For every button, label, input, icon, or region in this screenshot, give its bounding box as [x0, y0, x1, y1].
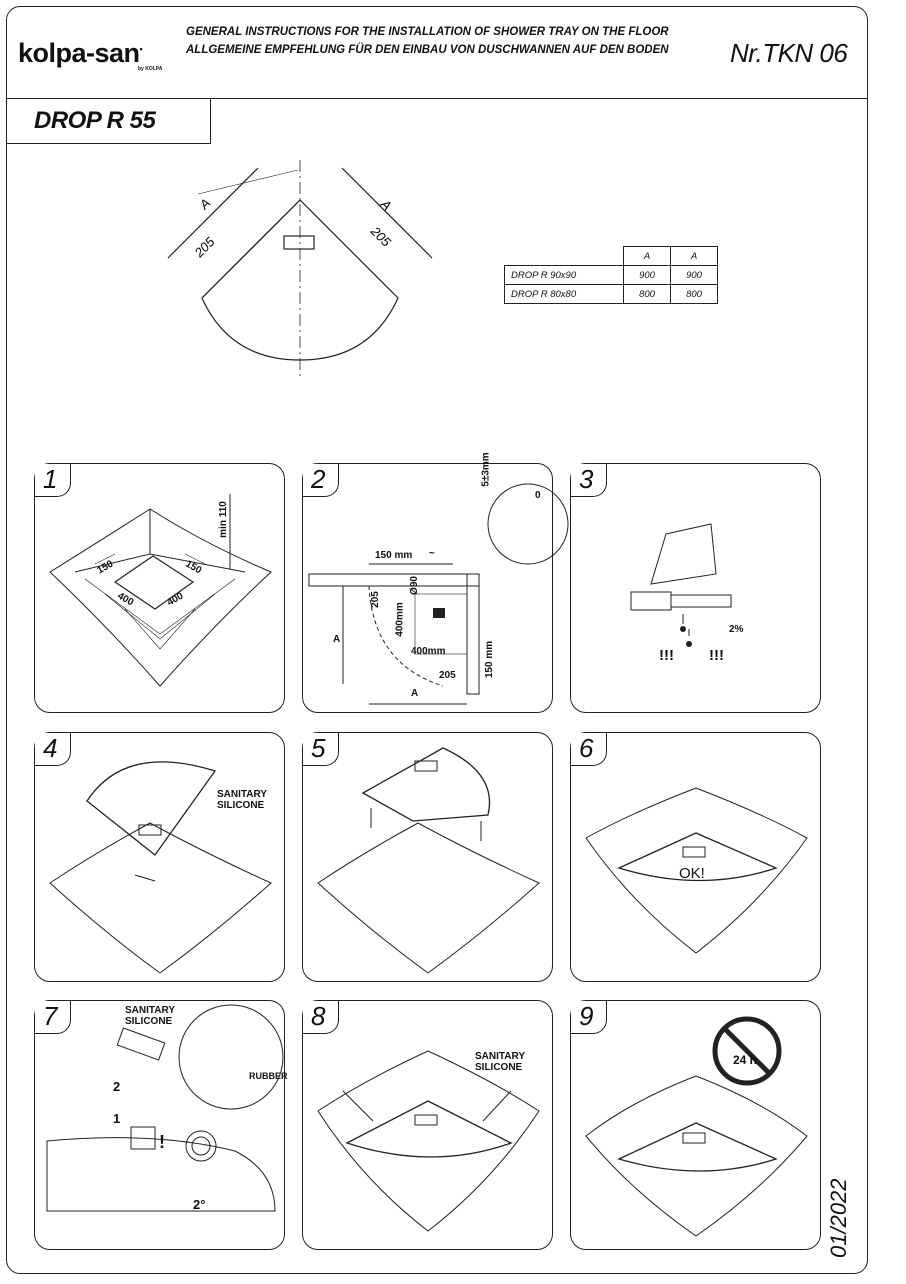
- step-1-illustration: [49, 494, 272, 687]
- dim-label-a: A: [333, 634, 341, 645]
- warning-mark: !!!: [659, 647, 674, 664]
- table-row: DROP R 80x80 800 800: [504, 284, 718, 304]
- row-label: DROP R 80x80: [504, 284, 624, 304]
- dim-label: 205: [369, 591, 381, 608]
- step-tab: [35, 733, 71, 766]
- rubber-label: RUBBER: [249, 1071, 288, 1081]
- step-tab: [303, 464, 339, 497]
- step-number: 1: [43, 464, 58, 494]
- step-3-illustration: [630, 523, 732, 647]
- dim-label: 400mm: [411, 646, 446, 657]
- step-7-illustration: [46, 1004, 284, 1212]
- step-5-panel: 5: [302, 732, 553, 982]
- model-box: [6, 98, 211, 144]
- brand-logo: kolpa-san•: [18, 38, 143, 68]
- page-frame: [6, 6, 868, 1274]
- date-label: 01/2022: [826, 1178, 851, 1258]
- table-header-a2: A: [670, 246, 718, 266]
- warning-mark: !!!: [709, 647, 724, 664]
- dimension-table: A A DROP R 90x90 900 900 DROP R 80x80 80…: [504, 246, 718, 304]
- row-value: 800: [623, 284, 671, 304]
- step-number: 6: [579, 733, 594, 763]
- step-4-illustration: [49, 761, 272, 974]
- step-8-illustration: [317, 1050, 540, 1232]
- step-5-illustration: [317, 747, 540, 974]
- step-tab: [571, 464, 607, 497]
- step-6-illustration: [585, 787, 808, 954]
- dim-label: 150 mm: [375, 550, 413, 561]
- date-container: 01/2022: [826, 1178, 906, 1284]
- dim-label: ~: [429, 548, 435, 559]
- step-tab: [35, 1001, 71, 1034]
- angle-label: 2°: [193, 1197, 206, 1212]
- dim-label-a: A: [411, 688, 419, 699]
- step-number: 7: [43, 1001, 58, 1031]
- dim-label: 0: [535, 490, 541, 501]
- step-number: 2: [311, 464, 326, 494]
- step-number: 4: [43, 733, 58, 763]
- step-tab: [303, 1001, 339, 1034]
- plan-dim-a-right: A: [377, 196, 394, 213]
- dim-label-diameter: Ø90: [408, 576, 420, 595]
- step-number: 3: [579, 464, 594, 494]
- document-number: Nr.TKN 06: [730, 38, 848, 68]
- ok-label: OK!: [679, 865, 705, 882]
- dim-label: 205: [439, 670, 456, 681]
- order-label: 2: [113, 1079, 121, 1094]
- header-divider: [6, 98, 868, 99]
- cure-time-label: 24 h: [733, 1053, 758, 1067]
- no-walking-icon: [712, 1016, 782, 1086]
- order-label: 1: [113, 1111, 121, 1126]
- plan-dim-a-left: A: [196, 195, 213, 212]
- step-9-illustration: [585, 1016, 808, 1237]
- step-number: 8: [311, 1001, 326, 1031]
- row-value: 900: [670, 265, 718, 285]
- step-2-panel: 2 150 mm ~ 205 400mm Ø90 400mm 205 150 m…: [302, 452, 569, 713]
- plan-dim-205-right: 205: [367, 223, 394, 250]
- step-9-panel: 9 24 h: [570, 1000, 821, 1250]
- dim-label-min110: min 110: [217, 501, 229, 538]
- dim-label: 5±3mm: [480, 452, 492, 487]
- row-value: 900: [623, 265, 671, 285]
- step-tab: [571, 733, 607, 766]
- step-tab: [35, 464, 71, 497]
- step-tab: [571, 1001, 607, 1034]
- row-label: DROP R 90x90: [504, 265, 624, 285]
- dimension-table-header: A A: [504, 246, 718, 266]
- step-6-panel: 6 OK!: [570, 732, 821, 982]
- table-header-a1: A: [623, 246, 671, 266]
- table-row: DROP R 90x90 900 900: [504, 265, 718, 285]
- slope-label: 2%: [729, 624, 744, 635]
- step-2-illustration: [308, 483, 569, 705]
- title-german: ALLGEMEINE EMPFEHLUNG FÜR DEN EINBAU VON…: [186, 44, 669, 56]
- tray-plan-drawing: A 205 A 205: [167, 160, 433, 380]
- warning-mark: !: [159, 1132, 165, 1152]
- title-english: GENERAL INSTRUCTIONS FOR THE INSTALLATIO…: [186, 26, 669, 38]
- row-value: 800: [670, 284, 718, 304]
- plan-dim-205-left: 205: [191, 234, 218, 261]
- model-name: DROP R 55: [34, 107, 156, 134]
- dim-label: 400mm: [394, 602, 406, 637]
- step-1-panel: 1 150 150 400 400 min 110: [34, 463, 285, 713]
- step-number: 5: [311, 733, 326, 763]
- step-3-panel: 3 2% !!! !!!: [570, 463, 821, 713]
- dim-label: 150 mm: [484, 640, 496, 679]
- brand-sub: by KOLPA: [138, 66, 163, 72]
- step-number: 9: [579, 1001, 594, 1031]
- step-tab: [303, 733, 339, 766]
